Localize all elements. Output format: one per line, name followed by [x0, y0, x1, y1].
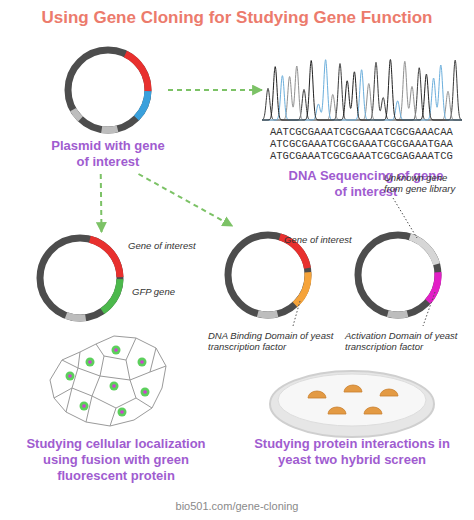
- dashed-arrow: [168, 89, 262, 91]
- plasmid: Plasmid with gene of interest: [50, 46, 168, 174]
- title: Using Gene Cloning for Studying Gene Fun…: [0, 8, 474, 28]
- node-outline: [343, 170, 471, 356]
- chromatogram: [262, 59, 462, 120]
- dbd-label: DNA Binding Domain of yeast transcriptio…: [208, 330, 340, 352]
- leader-line: [293, 301, 300, 326]
- watermark: bio501.com/gene-cloning: [0, 500, 474, 512]
- gfp-fusion-plasmid: Gene of interestGFP gene: [36, 232, 220, 324]
- gene-label: Gene of interest: [284, 234, 364, 245]
- y2h-caption: Studying protein interactions in yeast t…: [246, 436, 458, 468]
- ad-label: Activation Domain of yeast transcription…: [345, 330, 469, 352]
- bait-plasmid: Gene of interestDNA Binding Domain of ye…: [205, 226, 366, 356]
- dna-sequence: AATCGCGAAATCGCGAAATCGCGAAACAA ATCGCGAAAT…: [270, 126, 466, 162]
- dashed-arrow: [100, 174, 103, 232]
- petri-dish: [270, 371, 434, 437]
- plasmid-ring: [358, 233, 441, 318]
- fluorescent-dots: [66, 346, 150, 417]
- plasmid-ring: [68, 50, 151, 133]
- gene-label: Gene of interest: [128, 240, 218, 251]
- cell-network: [50, 336, 166, 426]
- prey-plasmid: Unknown gene from gene libraryActivation…: [343, 170, 471, 356]
- leader-line: [393, 198, 417, 238]
- leader-line: [423, 292, 435, 326]
- gfp-label: GFP gene: [132, 286, 212, 297]
- plasmid-caption: Plasmid with gene of interest: [50, 138, 166, 170]
- library-gene-label: Unknown gene from gene library: [384, 172, 466, 194]
- localization-caption: Studying cellular localization using fus…: [8, 436, 224, 484]
- plasmid-ring: [40, 236, 123, 322]
- dashed-arrow: [139, 174, 233, 226]
